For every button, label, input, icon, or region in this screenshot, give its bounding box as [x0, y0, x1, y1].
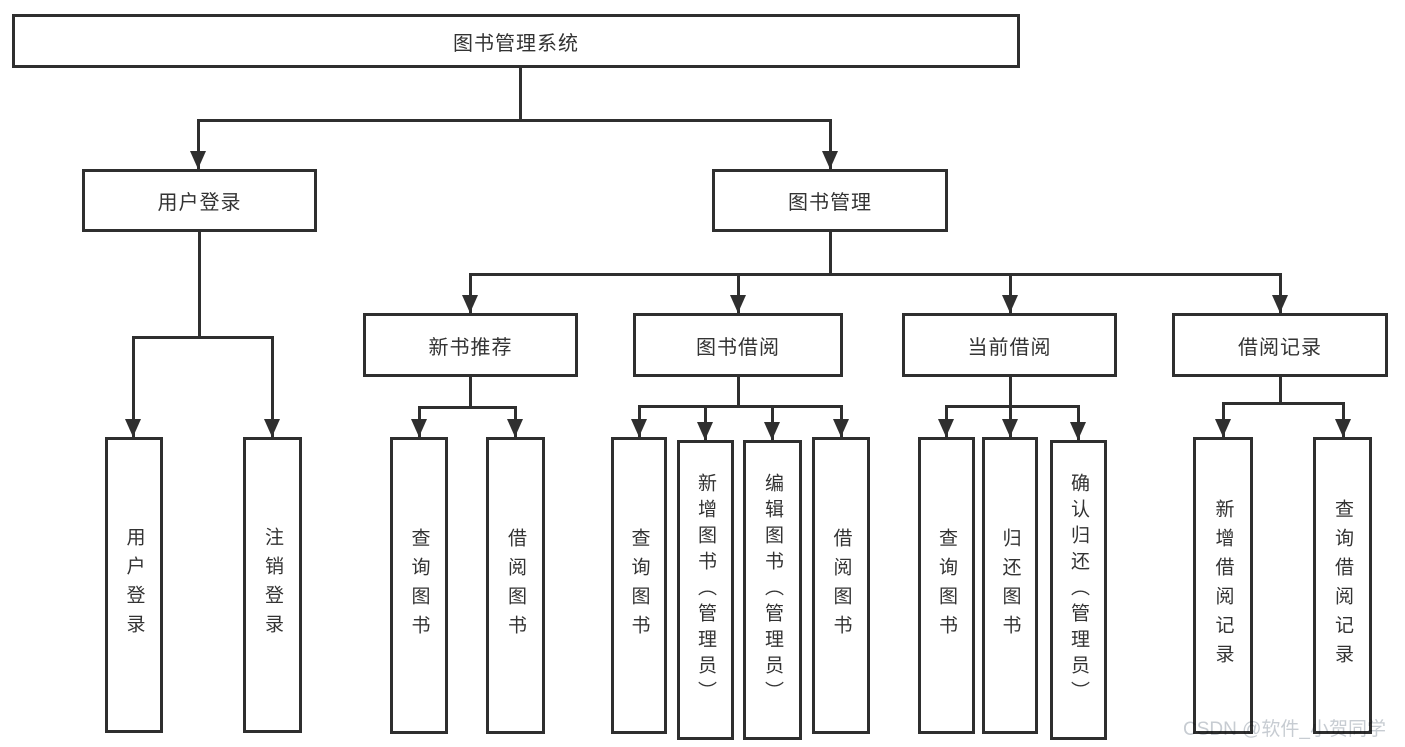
node-new-book-recommend: 新书推荐 — [363, 313, 578, 377]
connector-drop-current-borrow — [1009, 273, 1012, 313]
arrowhead-icon — [822, 151, 838, 169]
leaf-label: 新增图书（管理员） — [695, 473, 716, 707]
connector-borrow-records-stem — [1279, 377, 1282, 404]
connector-drop-borrow-records — [1279, 273, 1282, 313]
leaf-query-books-current: 查询图书 — [918, 437, 975, 734]
node-borrowing-records: 借阅记录 — [1172, 313, 1388, 377]
leaf-label: 查询图书 — [628, 527, 650, 644]
arrowhead-icon — [1272, 295, 1288, 313]
connector-book-borrow-branch — [638, 405, 843, 408]
node-label: 图书管理 — [788, 192, 872, 214]
node-label: 借阅记录 — [1238, 336, 1322, 359]
arrowhead-icon — [462, 295, 478, 313]
leaf-label: 查询借阅记录 — [1332, 498, 1353, 673]
node-book-borrowing: 图书借阅 — [633, 313, 843, 377]
arrowhead-icon — [697, 422, 713, 440]
node-book-management: 图书管理 — [712, 169, 948, 232]
connector-book-mgmt-stem — [829, 232, 832, 275]
arrowhead-icon — [1002, 295, 1018, 313]
connector-drop-book-borrow — [737, 273, 740, 313]
leaf-borrow-books-recommend: 借阅图书 — [486, 437, 545, 734]
connector-new-book-branch — [418, 406, 517, 409]
connector-book-borrow-stem — [737, 377, 740, 407]
leaf-label: 用户登录 — [123, 527, 145, 643]
connector-root-branch — [197, 119, 832, 122]
node-label: 新书推荐 — [428, 336, 513, 359]
leaf-label: 借阅图书 — [830, 527, 852, 644]
connector-user-login-stem — [198, 232, 201, 338]
arrowhead-icon — [264, 419, 280, 437]
arrowhead-icon — [190, 151, 206, 169]
leaf-add-books-admin: 新增图书（管理员） — [677, 440, 734, 740]
leaf-label: 借阅图书 — [505, 527, 526, 644]
arrowhead-icon — [411, 419, 427, 437]
leaf-label: 新增借阅记录 — [1212, 498, 1234, 673]
connector-current-borrow-branch — [945, 405, 1080, 408]
leaf-query-books-borrowing: 查询图书 — [611, 437, 667, 734]
arrowhead-icon — [764, 422, 780, 440]
leaf-borrow-books: 借阅图书 — [812, 437, 870, 734]
leaf-label: 注销登录 — [262, 527, 283, 643]
arrowhead-icon — [730, 295, 746, 313]
connector-root-stem — [519, 68, 522, 121]
leaf-add-borrow-record: 新增借阅记录 — [1193, 437, 1253, 734]
leaf-label: 查询图书 — [408, 527, 430, 644]
leaf-query-books-recommend: 查询图书 — [390, 437, 448, 734]
connector-new-book-stem — [469, 377, 472, 408]
node-label: 图书借阅 — [696, 336, 780, 359]
leaf-label: 编辑图书（管理员） — [762, 473, 783, 707]
leaf-return-books: 归还图书 — [982, 437, 1038, 734]
arrowhead-icon — [125, 419, 141, 437]
node-user-login: 用户登录 — [82, 169, 317, 232]
connector-drop-leaf — [132, 336, 135, 437]
arrowhead-icon — [631, 419, 647, 437]
leaf-label: 查询图书 — [936, 527, 957, 644]
connector-borrow-records-branch — [1222, 402, 1344, 405]
leaf-label: 归还图书 — [999, 527, 1021, 644]
connector-current-borrow-stem — [1009, 377, 1012, 407]
node-current-borrowing: 当前借阅 — [902, 313, 1117, 377]
arrowhead-icon — [507, 419, 523, 437]
leaf-user-login: 用户登录 — [105, 437, 163, 733]
node-label: 图书管理系统 — [453, 32, 579, 55]
connector-drop-new-book — [469, 273, 472, 313]
node-label: 当前借阅 — [967, 336, 1052, 359]
leaf-logout: 注销登录 — [243, 437, 302, 733]
arrowhead-icon — [1335, 419, 1351, 437]
arrowhead-icon — [1070, 422, 1086, 440]
arrowhead-icon — [1215, 419, 1231, 437]
csdn-watermark: CSDN @软件_小贺同学 — [1183, 719, 1386, 740]
connector-user-login-branch — [132, 336, 274, 339]
leaf-confirm-return-admin: 确认归还（管理员） — [1050, 440, 1107, 740]
connector-drop-book-mgmt — [829, 119, 832, 169]
connector-drop-leaf — [271, 336, 274, 437]
connector-drop-user-login — [197, 119, 200, 169]
node-label: 用户登录 — [157, 192, 242, 214]
arrowhead-icon — [833, 419, 849, 437]
leaf-query-borrow-record: 查询借阅记录 — [1313, 437, 1372, 734]
leaf-label: 确认归还（管理员） — [1068, 473, 1089, 707]
node-library-management-system: 图书管理系统 — [12, 14, 1020, 68]
arrowhead-icon — [938, 419, 954, 437]
leaf-edit-books-admin: 编辑图书（管理员） — [743, 440, 802, 740]
connector-book-mgmt-branch — [469, 273, 1282, 276]
arrowhead-icon — [1002, 419, 1018, 437]
